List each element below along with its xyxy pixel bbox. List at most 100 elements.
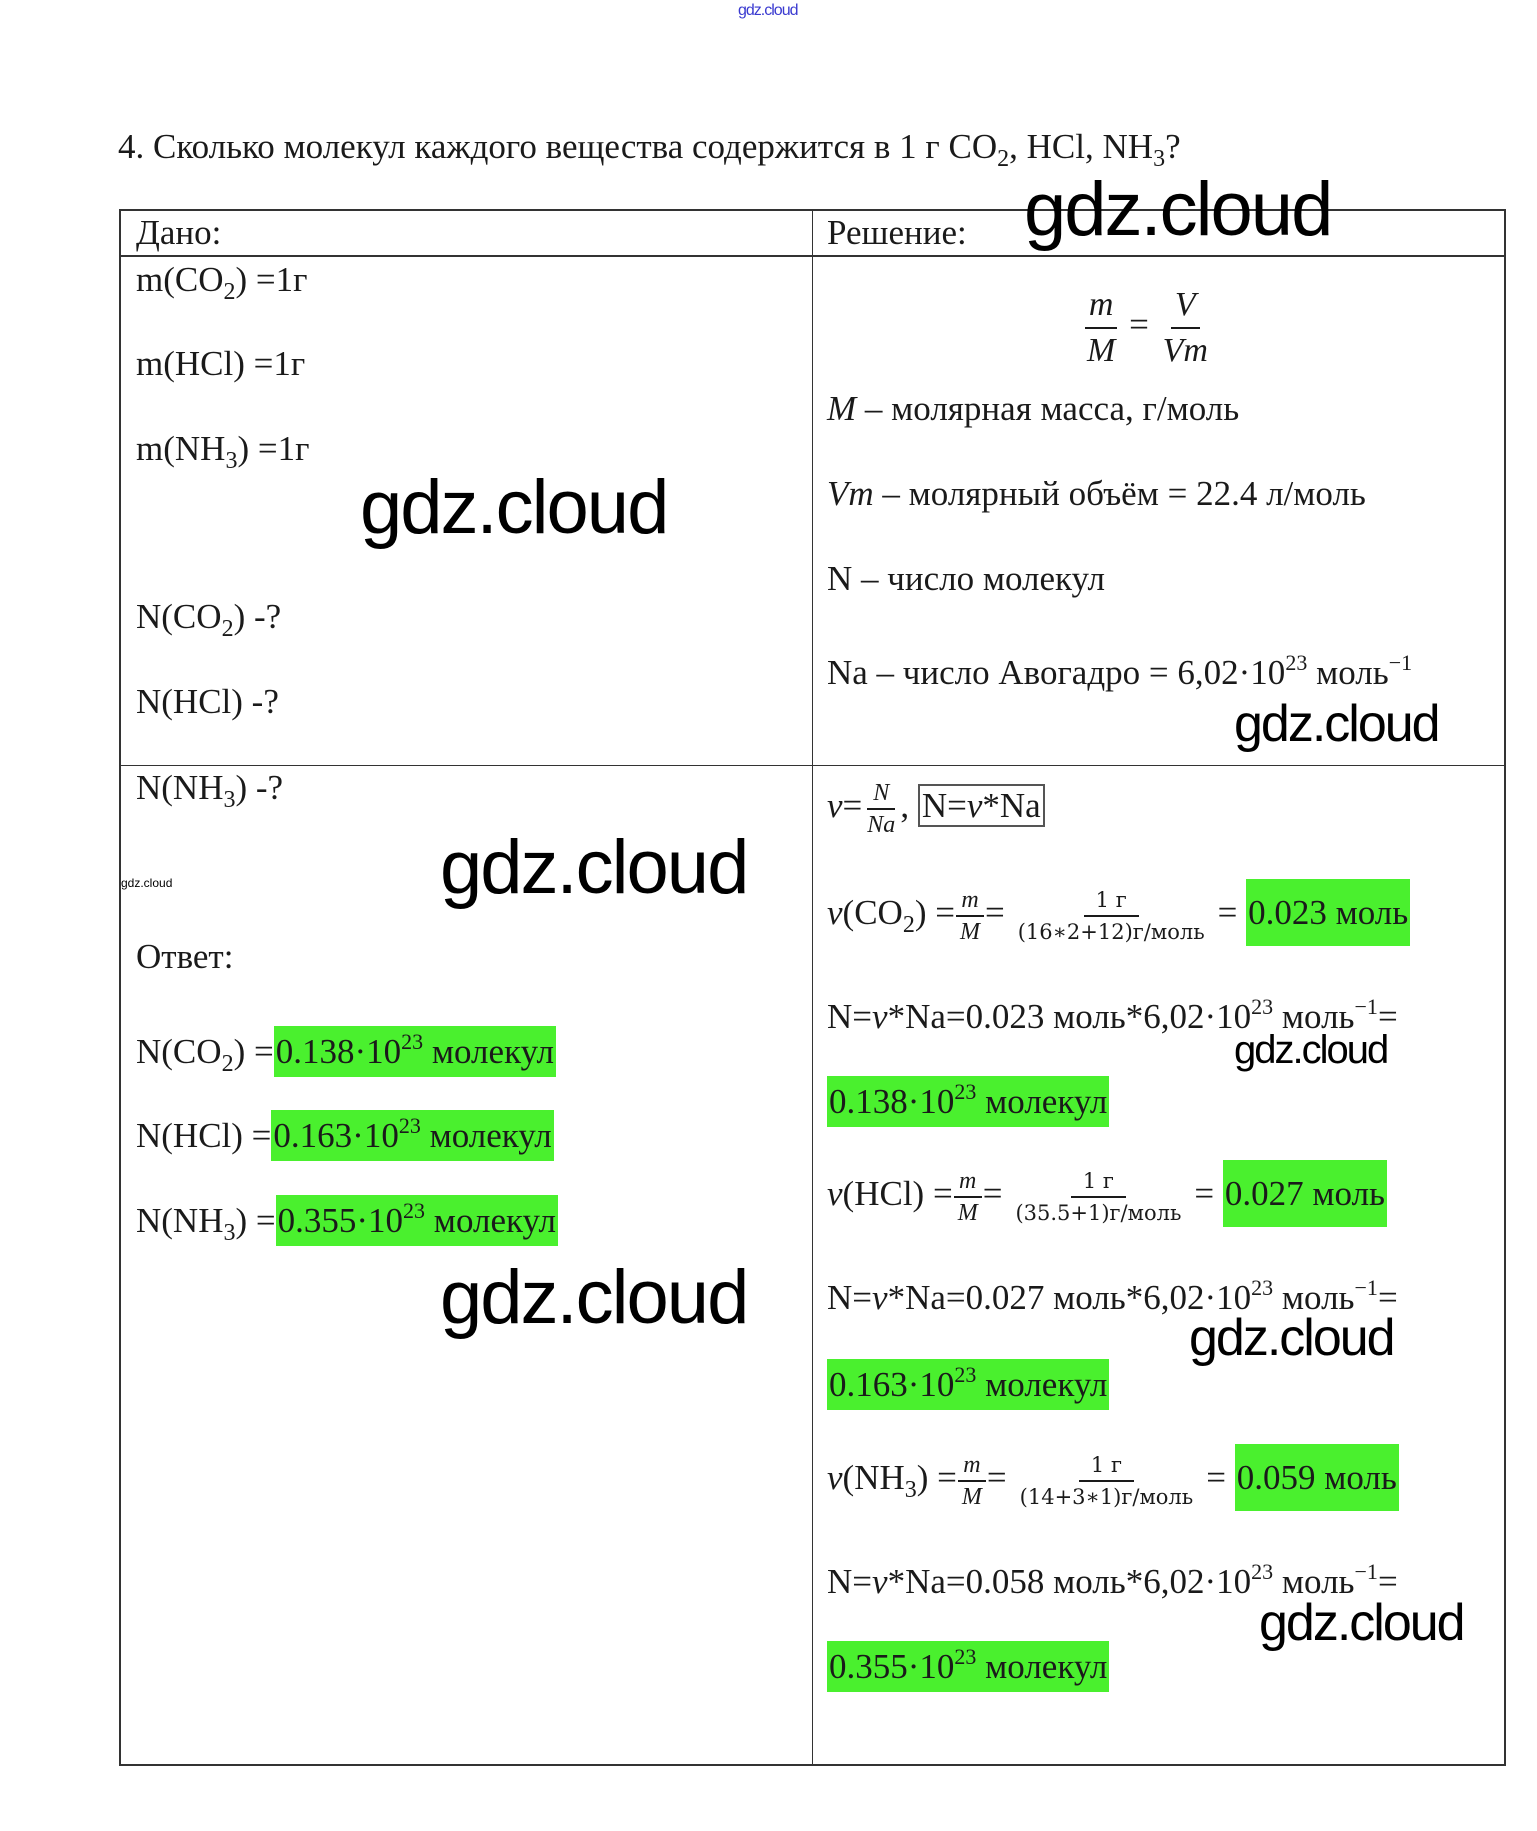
italic-symbol: ν [827,893,843,933]
subscript: 3 [904,1477,917,1504]
text-run: ) =1г [235,260,308,299]
text-run: ) -? [233,597,282,636]
subscript: 2 [221,616,234,642]
text-run: молекул [976,1647,1108,1686]
text-run: m(CO [136,260,224,299]
subscript: 3 [225,448,238,474]
superscript: 23 [403,1198,426,1223]
text-run: молекул [976,1082,1108,1121]
fraction-numerator: 1 г [1070,1168,1126,1198]
fraction-numerator: 1 г [1083,887,1139,917]
superscript: −1 [1388,650,1413,675]
superscript: 23 [1251,1559,1274,1584]
highlighted-result: 0.059 моль [1234,1444,1399,1512]
fraction-denominator: M [1087,332,1116,369]
italic-symbol: ν [827,1458,843,1498]
text-run: молекул [420,1116,552,1155]
text-run: m(NH [136,429,226,468]
italic-symbol: ν [827,786,843,826]
text-run: 0.355·10 [277,1201,404,1240]
text-run: = [982,1174,1003,1214]
text-run: *Na=0.023 моль*6,02·10 [887,997,1252,1036]
fraction-denominator: (16∗2+12)г/моль [1017,920,1205,944]
table-border-left [119,209,121,1766]
unknown-item: N(NH3) -? [136,768,283,813]
italic-symbol: ν [966,786,983,826]
italic-symbol: M [827,389,857,428]
fraction-denominator: M [961,1484,982,1510]
text-run: 0.163·10 [829,1365,955,1404]
text-run: – молярная масса, г/моль [856,389,1240,428]
watermark-top: gdz.cloud [738,2,798,19]
text-run: *Na [982,786,1041,826]
given-item: m(NH3) =1г [136,429,309,474]
task-title: 4. Сколько молекул каждого вещества соде… [118,127,1181,172]
definition: N – число молекул [827,559,1105,599]
text-run: = [1377,997,1398,1036]
subscript: 2 [221,1051,234,1077]
watermark: gdz.cloud [440,825,749,910]
text-run: = [1377,1278,1398,1317]
watermark: gdz.cloud [1234,695,1441,753]
boxed-formula: N=ν*Na [917,784,1045,828]
superscript: 23 [1251,1275,1274,1300]
n-hcl-step: N=ν*Na=0.027 моль*6,02·1023 моль−1= [827,1268,1398,1317]
fraction-numerator: m [953,1168,982,1198]
text-run: моль [1307,653,1389,692]
superscript: 23 [954,1362,977,1387]
highlighted-result: 0.163·1023 молекул [271,1110,554,1161]
n-nh3-result: 0.355·1023 молекул [827,1637,1110,1692]
fraction-denominator: Na [867,812,896,838]
text-run: 0.023 моль [1248,893,1409,933]
text-run: N(NH [136,1201,224,1240]
text-run: – молярный объём = 22.4 л/моль [873,474,1366,513]
text-run: Na – число Авогадро = 6,02·10 [827,653,1286,692]
italic-symbol: ν [872,1278,888,1317]
text-run: 0.138·10 [275,1032,402,1071]
n-nh3-step: N=ν*Na=0.058 моль*6,02·1023 моль−1= [827,1552,1398,1601]
text-run: N= [921,786,967,826]
text-run: N= [827,1562,873,1601]
watermark: gdz.cloud [360,465,669,550]
solution-header: Решение: [827,213,967,252]
superscript: −1 [1354,1559,1378,1584]
text-run: (HCl) = [842,1174,953,1214]
superscript: 23 [1251,994,1274,1019]
text-run: = [1120,305,1158,345]
text-run: N= [827,997,873,1036]
answer-item: N(CO2) =0.138·1023 молекул [136,1022,556,1077]
text-run: = [1194,1174,1223,1214]
definition: Vm – молярный объём = 22.4 л/моль [827,474,1366,514]
text-run: ) = [235,1201,276,1240]
text-run: ) = [233,1032,274,1071]
superscript: 23 [954,1079,977,1104]
text-run: = [842,786,863,826]
answer-label: Ответ: [136,937,234,976]
fraction: 1 г(35.5+1)г/моль [1003,1168,1193,1226]
highlighted-result: 0.355·1023 молекул [275,1195,558,1246]
text-run: 0.027 моль [1224,1174,1386,1214]
superscript: 23 [398,1113,421,1138]
text-run: ? [1165,127,1181,166]
answer-item: N(NH3) =0.355·1023 молекул [136,1191,558,1246]
subscript: 3 [1153,146,1166,172]
highlighted-result: 0.163·1023 молекул [827,1359,1110,1410]
unknown-item: N(CO2) -? [136,597,282,642]
text-run: (NH [842,1458,905,1498]
highlighted-result: 0.027 моль [1222,1160,1388,1228]
text-run: N(CO [136,1032,222,1071]
fraction-numerator: m [957,1452,986,1482]
text-run: (CO [842,893,903,933]
text-run: N= [827,1278,873,1317]
definition: Na – число Авогадро = 6,02·1023 моль−1 [827,643,1413,692]
text-run: *Na=0.058 моль*6,02·10 [887,1562,1252,1601]
superscript: −1 [1354,1275,1378,1300]
fraction-denominator: Vm [1162,332,1208,369]
text-run: m(HCl) =1г [136,344,306,383]
